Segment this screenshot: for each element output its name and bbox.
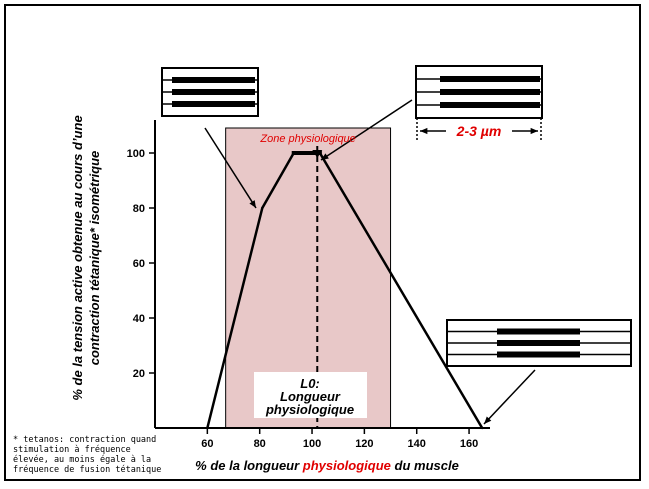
dim-arrow-left-head bbox=[420, 127, 428, 135]
arrow-short-to-curve bbox=[204, 127, 257, 209]
arrow-optimal-to-plateau bbox=[320, 99, 413, 161]
x-tick-label-100: 100 bbox=[303, 438, 321, 450]
x-tick-label-80: 80 bbox=[254, 438, 266, 450]
y-tick-label-40: 40 bbox=[133, 313, 145, 325]
y-tick-label-20: 20 bbox=[133, 368, 145, 380]
sarcomere-optimal bbox=[415, 65, 543, 119]
y-axis-title-line-0: % de la tension active obtenue au cours … bbox=[70, 115, 85, 400]
x-axis-title-part-0: % de la longueur bbox=[195, 458, 303, 473]
arrow-stretched-to-curve bbox=[483, 369, 536, 425]
arrow-stretched-to-curve-head bbox=[484, 416, 492, 424]
l0-label-line-0: L0: bbox=[300, 376, 320, 391]
dim-arrow-right-head bbox=[530, 127, 538, 135]
l0-label-line-2: physiologique bbox=[265, 402, 354, 417]
zone-label: Zone physiologique bbox=[259, 133, 355, 145]
sarcomere-stretched-myosin-0 bbox=[497, 328, 580, 335]
x-axis-title-part-2: du muscle bbox=[391, 458, 459, 473]
y-tick-label-100: 100 bbox=[127, 148, 145, 160]
sarcomere-optimal-myosin-2 bbox=[440, 102, 540, 108]
sarcomere-optimal-myosin-0 bbox=[440, 76, 540, 82]
sarcomere-optimal-myosin-1 bbox=[440, 89, 540, 95]
l0-label-box bbox=[254, 372, 367, 418]
slide-frame bbox=[4, 4, 641, 481]
y-tick-label-60: 60 bbox=[133, 258, 145, 270]
sarcomere-short-myosin-1 bbox=[172, 89, 255, 95]
sarcomere-length-label: 2-3 µm bbox=[456, 123, 502, 139]
x-tick-label-120: 120 bbox=[355, 438, 373, 450]
sarcomere-short-myosin-2 bbox=[172, 101, 255, 107]
x-tick-label-140: 140 bbox=[408, 438, 426, 450]
footnote-line-2: élevée, au moins égale à la bbox=[13, 454, 151, 465]
footnote-line-0: * tetanos: contraction quand bbox=[13, 435, 156, 445]
footnote-line-3: fréquence de fusion tétanique bbox=[13, 464, 161, 475]
sarcomere-short bbox=[161, 67, 259, 117]
x-axis-title: % de la longueur physiologique du muscle bbox=[195, 458, 459, 473]
sarcomere-stretched bbox=[446, 319, 632, 367]
sarcomere-stretched-myosin-2 bbox=[497, 351, 580, 358]
y-tick-label-80: 80 bbox=[133, 203, 145, 215]
arrow-short-to-curve-head bbox=[249, 200, 256, 208]
series-point-0-1 bbox=[261, 206, 264, 210]
x-tick-label-60: 60 bbox=[201, 438, 213, 450]
series-point-0-4 bbox=[480, 426, 484, 430]
sarcomere-stretched-myosin-1 bbox=[497, 340, 580, 346]
l0-label-line-1: Longueur bbox=[280, 389, 341, 404]
x-tick-label-160: 160 bbox=[460, 438, 478, 450]
arrow-optimal-to-plateau-head bbox=[321, 153, 329, 160]
footnote-line-1: stimulation à fréquence bbox=[13, 444, 131, 455]
l0-reference-arrowhead bbox=[312, 150, 323, 158]
series-point-0-0 bbox=[206, 426, 209, 430]
sarcomere-short-myosin-0 bbox=[172, 77, 255, 83]
x-axis-title-part-1: physiologique bbox=[302, 458, 391, 473]
y-axis-title-line-1: contraction tétanique* isométrique bbox=[87, 151, 102, 366]
